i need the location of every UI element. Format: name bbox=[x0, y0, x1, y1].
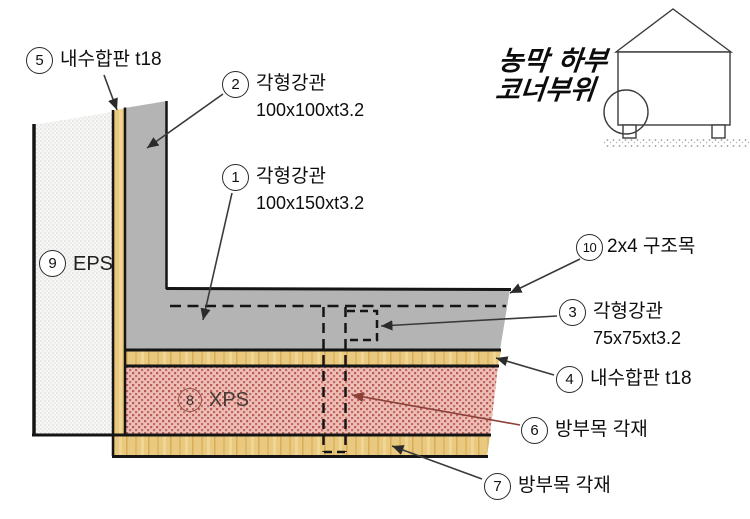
label-4-number: 4 bbox=[556, 366, 583, 393]
leader-line-1 bbox=[200, 192, 233, 321]
label-6-text: 방부목 각재 bbox=[555, 419, 648, 440]
page-title: 농막 하부 코너부위 bbox=[493, 46, 609, 106]
label-7-number: 7 bbox=[484, 473, 511, 500]
label-7: 7 방부목 각재 bbox=[484, 473, 611, 500]
leader-lines bbox=[103, 74, 581, 480]
house-locator-icon bbox=[603, 8, 750, 148]
leader-line-10 bbox=[509, 258, 581, 294]
label-2-text: 각형강관 100x100xt3.2 bbox=[256, 71, 364, 121]
label-5: 5 내수합판 t18 bbox=[26, 47, 162, 74]
label-5-text: 내수합판 t18 bbox=[60, 49, 162, 70]
label-2-number: 2 bbox=[222, 71, 249, 98]
section-steel-frame bbox=[125, 101, 510, 350]
label-3-material: 각형강관 bbox=[593, 301, 663, 322]
label-9-text: EPS bbox=[73, 253, 114, 275]
house-body bbox=[617, 51, 731, 126]
section-xps-insulation bbox=[125, 367, 498, 434]
label-4: 4 내수합판 t18 bbox=[556, 366, 692, 393]
label-1: 1 각형강관 100x150xt3.2 bbox=[222, 164, 364, 214]
section-plywood-vertical bbox=[112, 108, 126, 457]
label-10-text: 2x4 구조목 bbox=[607, 236, 696, 257]
label-1-material: 각형강관 bbox=[256, 166, 326, 187]
leader-line-7 bbox=[391, 445, 483, 480]
label-1-size: 100x150xt3.2 bbox=[256, 192, 365, 213]
label-7-text: 방부목 각재 bbox=[518, 475, 611, 496]
section-plywood-horizontal bbox=[125, 351, 501, 365]
label-3-text: 각형강관 75x75xt3.2 bbox=[593, 299, 681, 349]
hidden-steel-tube-75-outline bbox=[347, 309, 379, 342]
label-1-number: 1 bbox=[222, 164, 249, 191]
label-3-number: 3 bbox=[559, 299, 586, 326]
leader-line-5 bbox=[103, 74, 118, 111]
label-8-text: XPS bbox=[209, 389, 250, 411]
structure-outlines bbox=[32, 101, 512, 458]
hidden-edge-dashes bbox=[170, 304, 506, 454]
label-3: 3 각형강관 75x75xt3.2 bbox=[559, 299, 681, 349]
label-4-text: 내수합판 t18 bbox=[590, 368, 692, 389]
label-2: 2 각형강관 100x100xt3.2 bbox=[222, 71, 364, 121]
house-leg-right bbox=[711, 124, 726, 139]
label-1-text: 각형강관 100x150xt3.2 bbox=[256, 164, 364, 214]
label-2-material: 각형강관 bbox=[256, 73, 326, 94]
label-10: 10 2x4 구조목 bbox=[576, 234, 695, 261]
corner-highlight-circle bbox=[603, 89, 649, 135]
label-6-number: 6 bbox=[521, 417, 548, 444]
leader-line-2 bbox=[146, 93, 224, 149]
label-10-number: 10 bbox=[576, 234, 603, 261]
section-lumber-bottom bbox=[112, 436, 490, 456]
house-leg-left bbox=[622, 124, 637, 139]
house-roof bbox=[613, 8, 734, 53]
section-eps-insulation bbox=[33, 112, 112, 435]
label-9: 9 EPS bbox=[39, 250, 113, 277]
label-6: 6 방부목 각재 bbox=[521, 417, 648, 444]
label-5-number: 5 bbox=[26, 47, 53, 74]
label-2-size: 100x100xt3.2 bbox=[256, 99, 365, 120]
leader-line-3 bbox=[380, 315, 558, 331]
label-8: 8 XPS bbox=[178, 388, 249, 412]
title-line-1: 농막 하부 bbox=[496, 46, 609, 77]
label-8-number: 8 bbox=[178, 388, 202, 412]
title-line-2: 코너부위 bbox=[493, 75, 597, 106]
ground-hatch bbox=[604, 139, 750, 148]
leader-line-4 bbox=[495, 356, 555, 376]
label-3-size: 75x75xt3.2 bbox=[593, 327, 682, 348]
label-9-number: 9 bbox=[39, 250, 66, 277]
leader-line-6 bbox=[351, 391, 521, 426]
